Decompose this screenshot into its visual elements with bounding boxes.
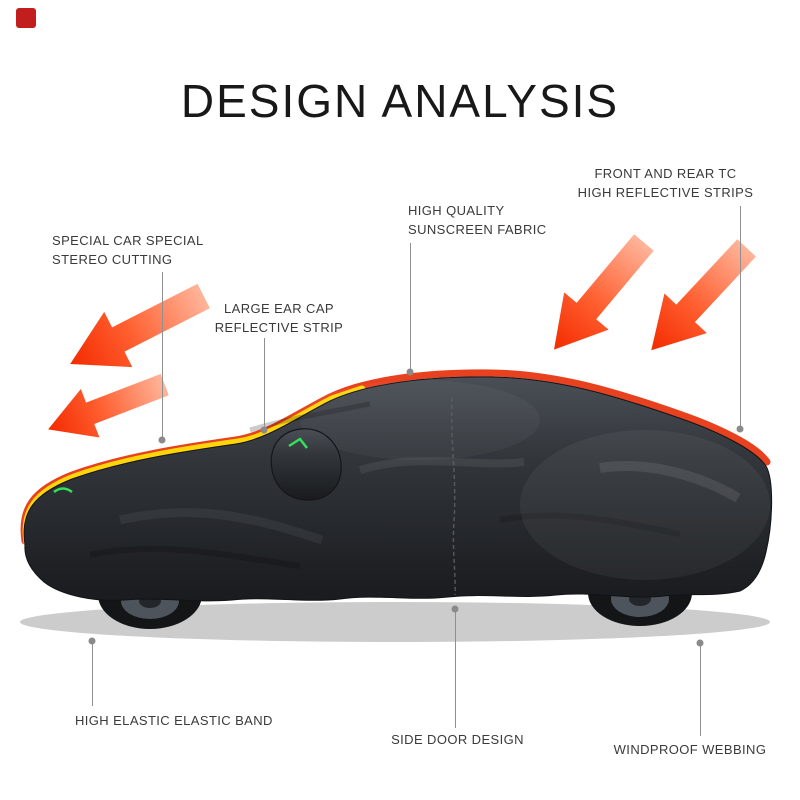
car-cover-body <box>23 376 773 602</box>
leader-dot-sunscreen <box>406 368 414 376</box>
car-shadow <box>20 602 770 642</box>
callout-ear-cap-line2: REFLECTIVE STRIP <box>214 319 344 335</box>
callout-side-door-label: SIDE DOOR DESIGN <box>391 732 524 747</box>
leader-line-sunscreen <box>410 243 411 371</box>
page-title: DESIGN ANALYSIS <box>180 75 620 127</box>
leader-dot-ear-cap <box>260 426 268 434</box>
callout-windproof-webbing: WINDPROOF WEBBING <box>605 741 775 760</box>
leader-line-windproof <box>700 644 701 736</box>
callout-stereo-cutting-line2: STEREO CUTTING <box>52 251 173 267</box>
callout-sunscreen-line1: HIGH QUALITY <box>408 203 505 218</box>
leader-dot-windproof <box>696 639 704 647</box>
callout-sunscreen-line2: SUNSCREEN FABRIC <box>408 221 547 237</box>
callout-ear-cap: LARGE EAR CAP REFLECTIVE STRIP <box>210 300 348 338</box>
callout-reflective-strips-line2: HIGH REFLECTIVE STRIPS <box>577 184 754 200</box>
callout-reflective-strips: FRONT AND REAR TC HIGH REFLECTIVE STRIPS <box>568 165 763 203</box>
leader-line-side-door <box>455 610 456 728</box>
callout-elastic-band: HIGH ELASTIC ELASTIC BAND <box>75 712 315 731</box>
leader-line-reflective-strips <box>740 206 741 428</box>
leader-line-ear-cap <box>264 338 265 430</box>
callout-side-door: SIDE DOOR DESIGN <box>385 731 530 750</box>
leader-dot-side-door <box>451 605 459 613</box>
leader-line-elastic-band <box>92 642 93 706</box>
mirror-ear-cap <box>270 428 342 501</box>
leader-line-stereo-cutting <box>162 272 163 440</box>
leader-dot-stereo-cutting <box>158 436 166 444</box>
leader-dot-reflective-strips <box>736 425 744 433</box>
callout-stereo-cutting: SPECIAL CAR SPECIAL STEREO CUTTING <box>52 232 232 270</box>
callout-stereo-cutting-line1: SPECIAL CAR SPECIAL <box>52 233 204 248</box>
callout-windproof-label: WINDPROOF WEBBING <box>613 742 767 757</box>
callout-ear-cap-line1: LARGE EAR CAP <box>224 301 334 316</box>
brand-logo-mark <box>16 8 36 28</box>
callout-elastic-band-label: HIGH ELASTIC ELASTIC BAND <box>75 713 273 728</box>
callout-reflective-strips-line1: FRONT AND REAR TC <box>594 166 737 181</box>
leader-dot-elastic-band <box>88 637 96 645</box>
cover-wrinkles <box>89 380 770 580</box>
ear-cap-green-accent <box>288 437 308 449</box>
callout-sunscreen-fabric: HIGH QUALITY SUNSCREEN FABRIC <box>408 202 578 240</box>
front-green-accent <box>53 487 73 494</box>
